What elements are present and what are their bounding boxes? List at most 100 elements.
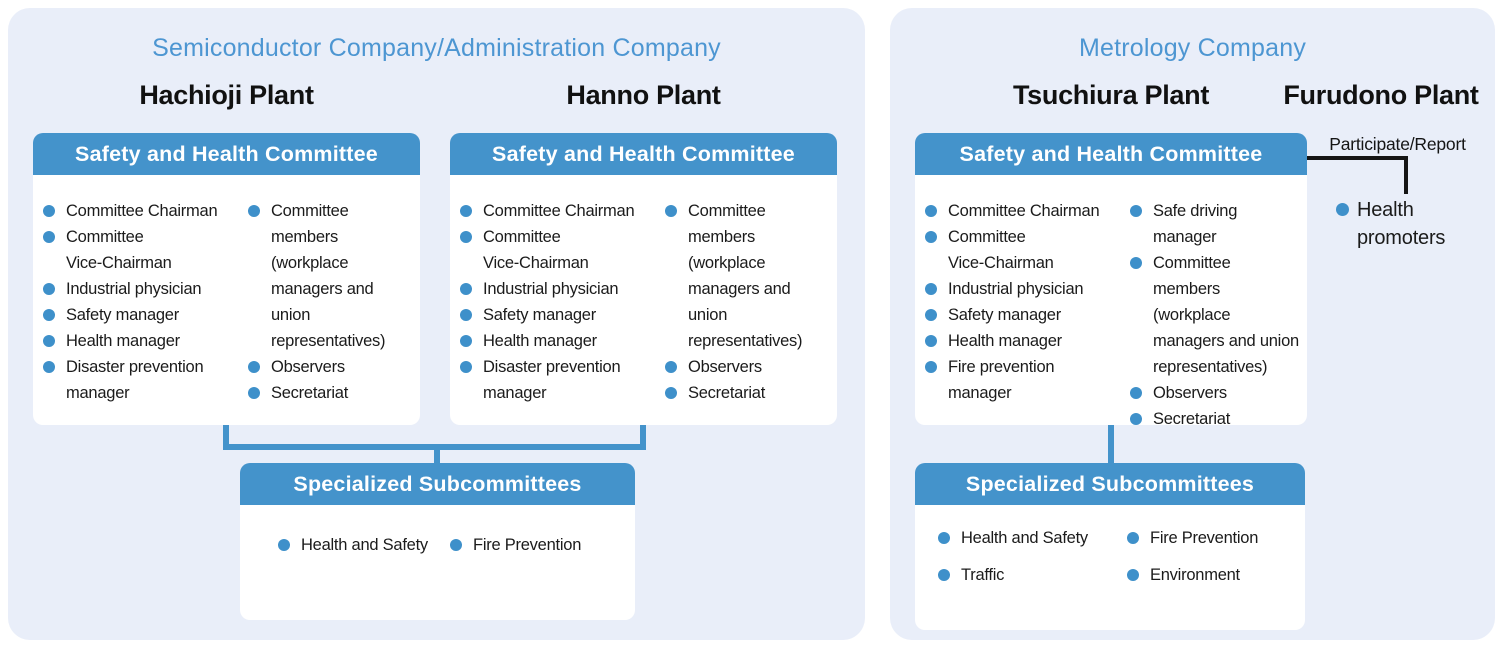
committee-member-item: Committee members (workplace managers an…	[1130, 250, 1301, 380]
committee-member-item: Fire prevention manager	[925, 354, 1130, 406]
committee-member-label: Health manager	[948, 332, 1062, 350]
subcommittee-list: Health and Safety	[278, 532, 450, 620]
committee-box-body: Committee Chairman Committee Vice-Chairm…	[915, 175, 1307, 428]
committee-member-label: Observers	[688, 358, 762, 376]
committee-members-col1: Committee Chairman Committee Vice-Chairm…	[43, 198, 248, 425]
subcommittees-box-body: Health and Safety Fire Prevention	[240, 505, 635, 620]
committee-members-col2: Safe driving manager Committee members (…	[1130, 198, 1301, 428]
subcommittee-item: Environment	[1127, 562, 1305, 588]
subcommittee-item: Health and Safety	[278, 532, 450, 558]
tsuchiura-safety-health-committee-box: Safety and Health Committee Committee Ch…	[915, 133, 1307, 428]
specialized-subcommittees-box: Specialized Subcommittees Health and Saf…	[915, 463, 1305, 630]
committee-member-item: Safe driving manager	[1130, 198, 1301, 250]
committee-member-item: Health manager	[460, 328, 665, 354]
committee-member-item: Committee Chairman	[43, 198, 248, 224]
connector-horizontal-bar	[223, 444, 646, 450]
subcommittee-item: Fire Prevention	[1127, 525, 1305, 551]
company-title: Semiconductor Company/Administration Com…	[152, 34, 721, 62]
subcommittee-label: Environment	[1150, 566, 1240, 584]
company-title: Metrology Company	[1078, 34, 1307, 62]
committee-member-item: Secretariat	[1130, 406, 1301, 432]
committee-member-item: Observers	[1130, 380, 1301, 406]
committee-box-body: Committee Chairman Committee Vice-Chairm…	[450, 175, 837, 425]
bullet-icon	[1130, 205, 1142, 217]
committee-member-item: Committee members (workplace managers an…	[248, 198, 414, 354]
plant-name-tsuchiura: Tsuchiura Plant	[1012, 80, 1210, 110]
bullet-icon	[925, 361, 937, 373]
subcommittee-item: Health and Safety	[938, 525, 1127, 551]
participate-report-label: Participate/Report	[1329, 134, 1466, 154]
bullet-icon	[460, 335, 472, 347]
participate-connector-horizontal	[1307, 156, 1408, 160]
committee-member-label: Safety manager	[483, 306, 596, 324]
subcommittee-label: Health and Safety	[301, 536, 428, 554]
bullet-icon	[1127, 532, 1139, 544]
committee-box-title: Safety and Health Committee	[450, 133, 837, 175]
bullet-icon	[248, 205, 260, 217]
committee-member-item: Committee Vice-Chairman	[460, 224, 665, 276]
committee-box-title: Safety and Health Committee	[33, 133, 420, 175]
subcommittee-list: Fire Prevention	[450, 532, 581, 620]
bullet-icon	[665, 387, 677, 399]
committee-member-item: Industrial physician	[460, 276, 665, 302]
hachioji-safety-health-committee-box: Safety and Health Committee Committee Ch…	[33, 133, 420, 425]
bullet-icon	[43, 283, 55, 295]
bullet-icon	[460, 283, 472, 295]
committee-member-item: Disaster prevention manager	[43, 354, 248, 406]
committee-member-label: Secretariat	[1153, 410, 1231, 428]
semiconductor-company-panel: Semiconductor Company/Administration Com…	[8, 8, 865, 640]
committee-member-item: Committee Vice-Chairman	[925, 224, 1130, 276]
committee-member-item: Health manager	[43, 328, 248, 354]
subcommittees-box-title: Specialized Subcommittees	[915, 463, 1305, 505]
connector-subcommittee-drop	[434, 450, 440, 463]
subcommittee-item: Fire Prevention	[450, 532, 581, 558]
committee-member-label: Committee Chairman	[66, 202, 218, 220]
committee-member-label: Committee Vice-Chairman	[66, 228, 172, 272]
furudono-member-label: Health promoters	[1357, 199, 1446, 249]
bullet-icon	[1130, 387, 1142, 399]
committee-member-label: Committee Vice-Chairman	[948, 228, 1054, 272]
furudono-member-list: Health promoters	[1336, 196, 1471, 252]
subcommittee-label: Fire Prevention	[473, 536, 582, 554]
committee-member-label: Committee members (workplace managers an…	[1153, 254, 1299, 376]
bullet-icon	[1336, 203, 1349, 216]
committee-member-label: Disaster prevention manager	[483, 358, 621, 402]
subcommittees-box-title: Specialized Subcommittees	[240, 463, 635, 505]
bullet-icon	[43, 361, 55, 373]
bullet-icon	[460, 309, 472, 321]
metrology-company-panel: Metrology Company Tsuchiura Plant Furudo…	[890, 8, 1495, 640]
committee-member-item: Safety manager	[460, 302, 665, 328]
committee-member-item: Observers	[248, 354, 414, 380]
bullet-icon	[925, 205, 937, 217]
bullet-icon	[665, 361, 677, 373]
committee-member-label: Safety manager	[948, 306, 1061, 324]
committee-box-body: Committee Chairman Committee Vice-Chairm…	[33, 175, 420, 425]
committee-member-item: Secretariat	[665, 380, 831, 406]
plant-name-hanno: Hanno Plant	[566, 80, 721, 110]
hanno-safety-health-committee-box: Safety and Health Committee Committee Ch…	[450, 133, 837, 425]
committee-member-label: Observers	[1153, 384, 1227, 402]
bullet-icon	[43, 205, 55, 217]
bullet-icon	[1130, 413, 1142, 425]
committee-members-col2: Committee members (workplace managers an…	[665, 198, 831, 425]
committee-member-label: Industrial physician	[66, 280, 202, 298]
plant-name-hachioji: Hachioji Plant	[139, 80, 314, 110]
committee-member-item: Secretariat	[248, 380, 414, 406]
plant-name-furudono: Furudono Plant	[1283, 80, 1479, 110]
committee-member-item: Safety manager	[925, 302, 1130, 328]
subcommittee-label: Traffic	[961, 566, 1005, 584]
bullet-icon	[460, 361, 472, 373]
committee-member-item: Disaster prevention manager	[460, 354, 665, 406]
committee-member-label: Committee Chairman	[483, 202, 635, 220]
participate-connector-vertical	[1404, 156, 1408, 194]
bullet-icon	[938, 532, 950, 544]
bullet-icon	[43, 335, 55, 347]
connector-hachioji-stub	[223, 425, 229, 450]
committee-members-col1: Committee Chairman Committee Vice-Chairm…	[925, 198, 1130, 425]
committee-member-item: Industrial physician	[43, 276, 248, 302]
committee-box-title: Safety and Health Committee	[915, 133, 1307, 175]
committee-member-label: Health manager	[483, 332, 597, 350]
bullet-icon	[248, 361, 260, 373]
connector-hanno-stub	[640, 425, 646, 450]
specialized-subcommittees-box: Specialized Subcommittees Health and Saf…	[240, 463, 635, 620]
